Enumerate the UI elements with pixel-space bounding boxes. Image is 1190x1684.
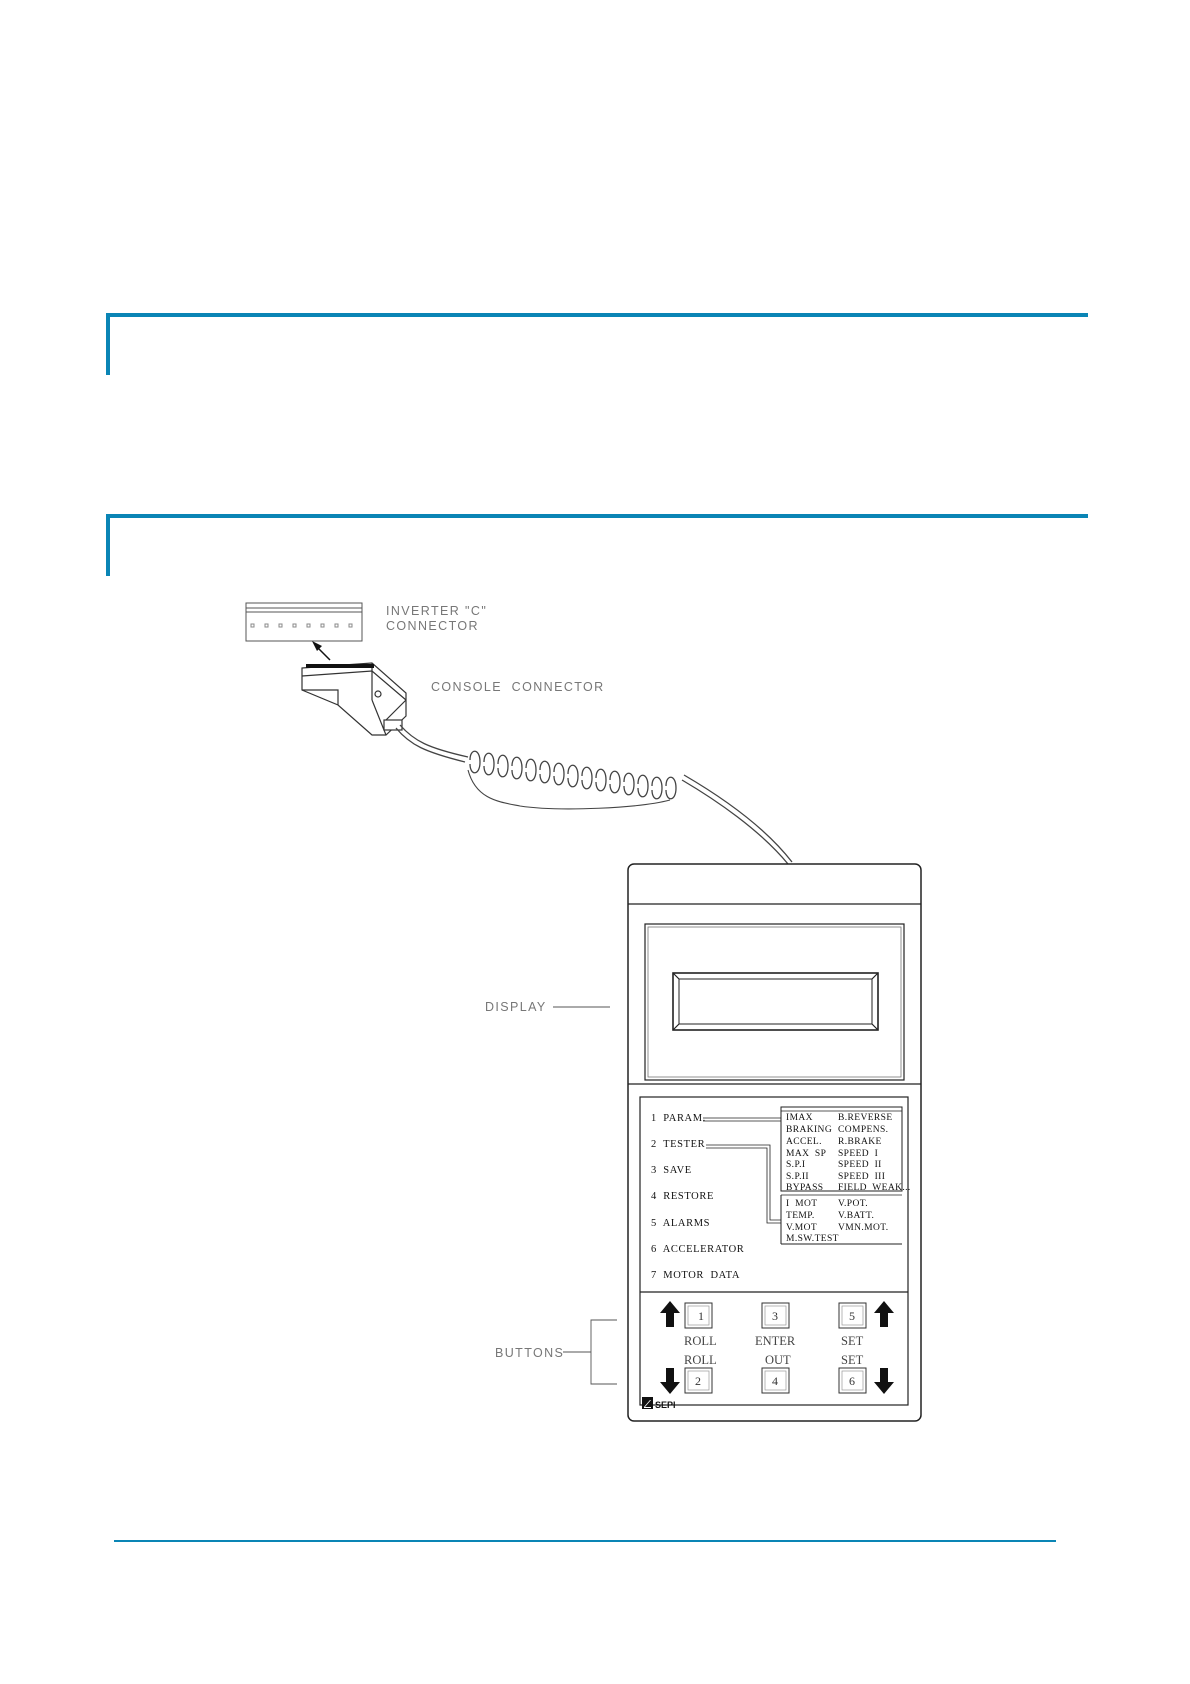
param-entry: MAX SP (786, 1149, 826, 1159)
set-down-label: SET (841, 1353, 864, 1367)
key-5[interactable]: 5 (838, 1302, 867, 1329)
arrow-down-icon (660, 1368, 680, 1394)
display-window (644, 923, 905, 1081)
param-entry: SPEED III (838, 1172, 885, 1182)
tester-entry: TEMP. (786, 1211, 815, 1221)
param-entry: BRAKING (786, 1125, 832, 1135)
tester-entry: V.MOT (786, 1223, 817, 1233)
enter-label: ENTER (755, 1334, 796, 1348)
param-entry: IMAX (786, 1113, 813, 1123)
param-entry: COMPENS. (838, 1125, 888, 1135)
svg-text:5: 5 (849, 1309, 855, 1323)
key-2[interactable]: 2 (684, 1367, 713, 1394)
roll-down-label: ROLL (684, 1353, 717, 1367)
callout-labels: INVERTER "C" CONNECTOR CONSOLE CONNECTOR… (386, 604, 605, 1360)
tester-entry: I MOT (786, 1199, 817, 1209)
svg-text:2: 2 (695, 1374, 701, 1388)
param-entry: SPEED II (838, 1160, 882, 1170)
menu-item-alarms: 5 ALARMS (651, 1218, 710, 1229)
param-entry: SPEED I (838, 1149, 878, 1159)
param-entry: R.BRAKE (838, 1137, 882, 1147)
arrow-up-icon (874, 1301, 894, 1327)
param-entry: BYPASS (786, 1183, 823, 1193)
keypad: 1 3 5 2 4 6 ROLL ENTER SET R (660, 1301, 894, 1394)
menu-item-tester: 2 TESTER (651, 1139, 705, 1150)
menu-item-save: 3 SAVE (651, 1165, 692, 1176)
svg-text:3: 3 (772, 1309, 778, 1323)
section-rule-1 (106, 313, 1088, 317)
console-connector-plug (301, 662, 407, 736)
param-entry: S.P.II (786, 1172, 809, 1182)
param-entry: FIELD WEAK... (838, 1183, 911, 1193)
tester-submenu: I MOT V.POT. TEMP. V.BATT. V.MOT VMN.MOT… (786, 1199, 889, 1244)
param-entry: B.REVERSE (838, 1113, 893, 1123)
param-entry: ACCEL. (786, 1137, 822, 1147)
console-connector-label: CONSOLE CONNECTOR (431, 680, 605, 694)
menu-list: 1 PARAM. 2 TESTER 3 SAVE 4 RESTORE 5 ALA… (651, 1113, 744, 1281)
svg-text:6: 6 (849, 1374, 855, 1388)
insert-arrow (312, 641, 331, 661)
inverter-pins (250, 623, 353, 628)
param-entry: S.P.I (786, 1160, 805, 1170)
menu-item-motor-data: 7 MOTOR DATA (651, 1270, 740, 1281)
inverter-connector (245, 602, 363, 642)
menu-item-accelerator: 6 ACCELERATOR (651, 1244, 744, 1255)
svg-text:1: 1 (698, 1309, 704, 1323)
key-3[interactable]: 3 (761, 1302, 790, 1329)
key-1[interactable]: 1 (684, 1302, 713, 1329)
tester-entry: VMN.MOT. (838, 1223, 889, 1233)
menu-panel (639, 1096, 909, 1406)
arrow-down-icon (874, 1368, 894, 1394)
tester-entry: V.POT. (838, 1199, 868, 1209)
console-body (627, 863, 922, 1422)
menu-item-param: 1 PARAM. (651, 1113, 706, 1124)
svg-text:SEPI: SEPI (655, 1400, 676, 1410)
section-bracket-2 (106, 514, 110, 576)
inverter-connector-label-1: INVERTER "C" (386, 604, 487, 618)
menu-item-restore: 4 RESTORE (651, 1191, 714, 1202)
callout-leaders (553, 1006, 617, 1385)
display-label: DISPLAY (485, 1000, 547, 1014)
key-4[interactable]: 4 (761, 1367, 790, 1394)
roll-up-label: ROLL (684, 1334, 717, 1348)
out-label: OUT (765, 1353, 791, 1367)
key-6[interactable]: 6 (838, 1367, 867, 1394)
section-rule-2 (106, 514, 1088, 518)
coiled-cable (395, 724, 793, 865)
set-up-label: SET (841, 1334, 864, 1348)
param-submenu: IMAX B.REVERSE BRAKING COMPENS. ACCEL. R… (786, 1113, 911, 1193)
buttons-label: BUTTONS (495, 1346, 564, 1360)
inverter-connector-label-2: CONNECTOR (386, 619, 479, 633)
tester-entry: V.BATT. (838, 1211, 874, 1221)
tester-entry: M.SW.TEST (786, 1234, 839, 1244)
section-bracket-1 (106, 313, 110, 375)
arrow-up-icon (660, 1301, 680, 1327)
footer-rule (114, 1540, 1056, 1542)
svg-text:4: 4 (772, 1374, 778, 1388)
zapi-logo: SEPI (642, 1397, 676, 1410)
